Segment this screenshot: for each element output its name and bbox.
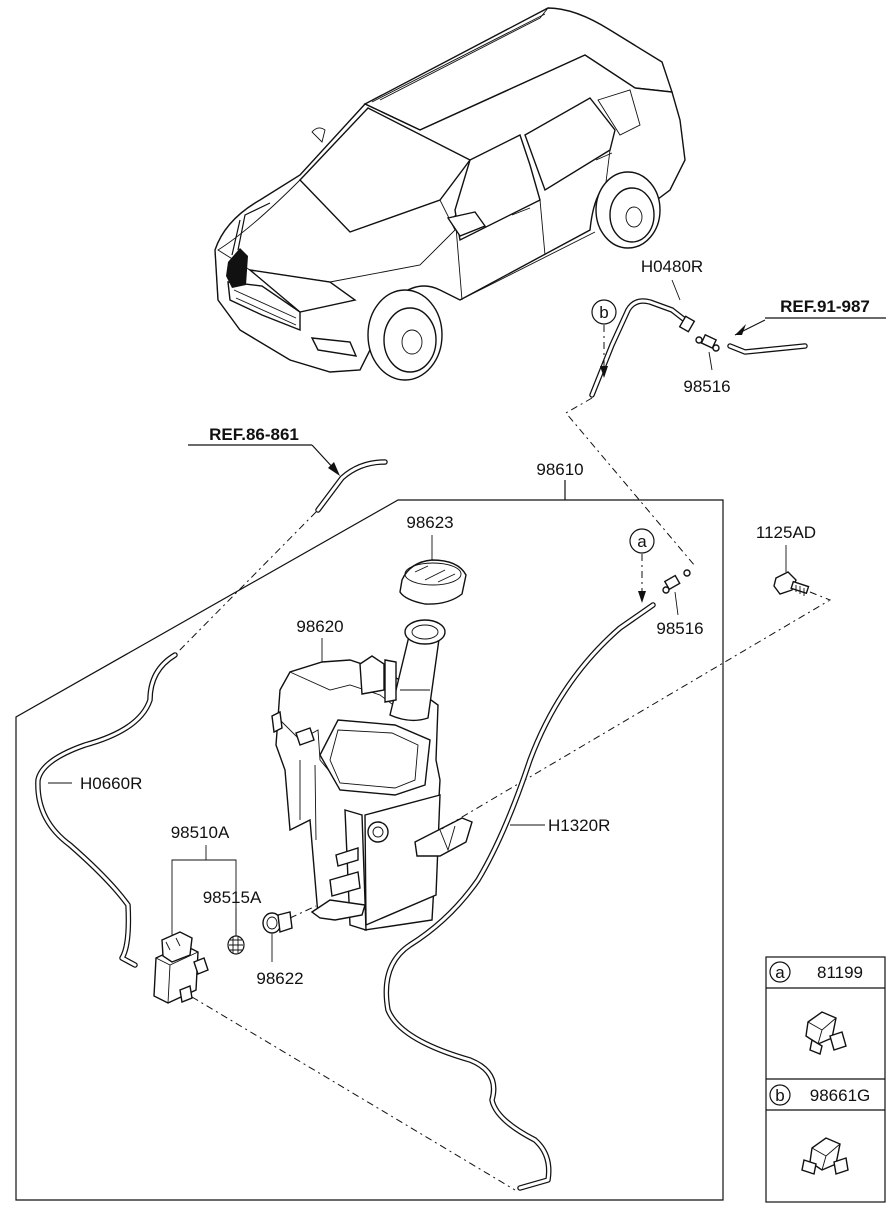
label-1125ad: 1125AD [756, 523, 816, 542]
part-labels: H0480R REF.91-987 98516 REF.86-861 98610… [80, 257, 870, 988]
label-h0480r: H0480R [641, 257, 703, 276]
hose-h0660r [35, 652, 178, 968]
label-98610: 98610 [536, 460, 583, 479]
label-h0660r: H0660R [80, 774, 142, 793]
legend-row-a: a 81199 [769, 961, 863, 1055]
legend-tag-a: a [775, 963, 785, 982]
label-98623: 98623 [406, 513, 453, 532]
hose-h0480r [589, 298, 696, 398]
svg-text:b: b [599, 303, 608, 322]
label-98510a: 98510A [171, 823, 230, 842]
label-98515a: 98515A [203, 888, 262, 907]
label-ref-86-861: REF.86-861 [209, 425, 299, 444]
callout-a: a [629, 528, 655, 603]
label-98516-mid: 98516 [656, 619, 703, 638]
hose-ref-91-987 [727, 343, 808, 355]
label-98622: 98622 [256, 969, 303, 988]
label-h1320r: H1320R [548, 816, 610, 835]
label-98620: 98620 [296, 617, 343, 636]
bolt-1125ad [773, 571, 810, 596]
grommet-98622 [262, 911, 293, 934]
legend-row-b: b 98661G [769, 1084, 871, 1175]
vehicle-illustration [214, 7, 686, 381]
label-ref-91-987: REF.91-987 [780, 297, 870, 316]
clip-81199-icon [805, 1011, 847, 1055]
svg-text:a: a [637, 532, 647, 551]
legend-part-81199: 81199 [817, 963, 863, 982]
reservoir-98620 [271, 619, 473, 931]
legend-table: a 81199 b 98661G [765, 956, 886, 1203]
clip-98661g-icon [801, 1137, 849, 1175]
legend-tag-b: b [775, 1086, 784, 1105]
strainer-98515a [227, 935, 245, 955]
hose-h1320r [383, 602, 656, 1191]
connector-98516-mid [662, 569, 691, 594]
connector-98516-top [695, 333, 720, 352]
assembly-frame [15, 499, 724, 1201]
callout-b-top: b [591, 299, 617, 378]
legend-part-98661g: 98661G [810, 1086, 871, 1105]
hose-ref-86-861 [315, 459, 388, 513]
cap-98623 [399, 559, 467, 605]
pump-98510a [153, 931, 209, 1004]
label-98516-top: 98516 [683, 377, 730, 396]
